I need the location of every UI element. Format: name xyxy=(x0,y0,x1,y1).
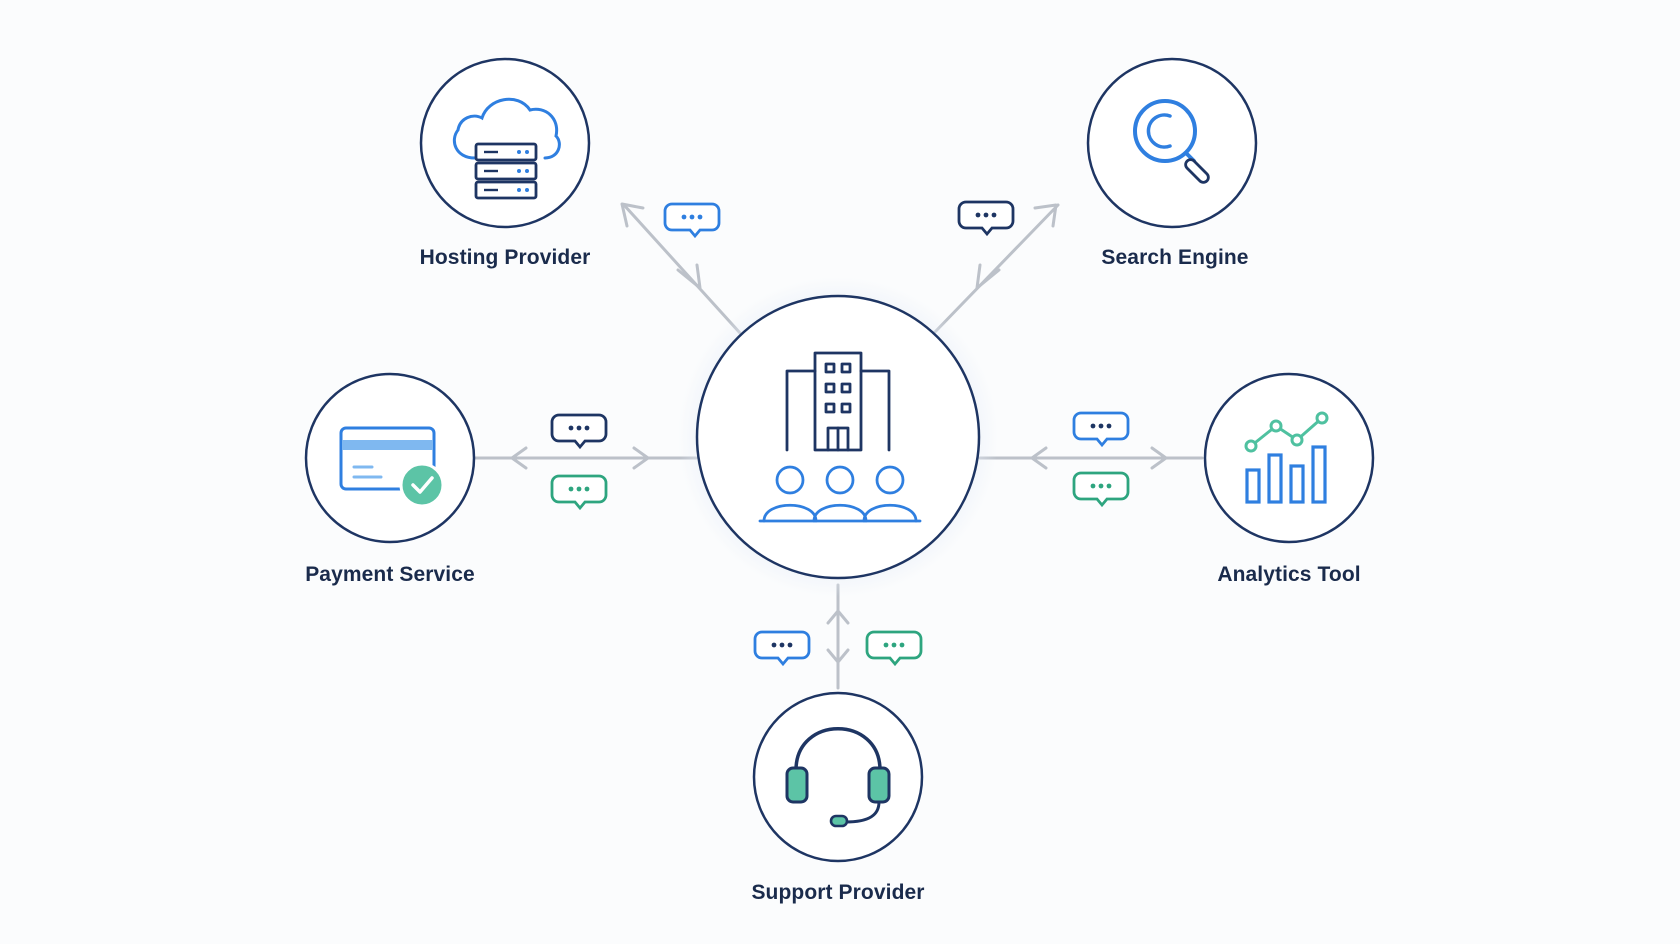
connector-search xyxy=(932,203,1060,335)
arrow-from-hosting xyxy=(676,263,702,290)
label-search-engine: Search Engine xyxy=(1101,246,1249,269)
label-payment-service: Payment Service xyxy=(305,563,475,586)
node-hosting xyxy=(419,57,591,229)
message-bubble-support-out xyxy=(753,630,811,667)
arrow-to-search xyxy=(1033,203,1058,228)
arrowheads xyxy=(510,202,1168,664)
bar-chart-icon xyxy=(1244,411,1329,504)
arrow-from-analytics xyxy=(1030,446,1048,470)
node-payment xyxy=(304,372,476,544)
message-bubble-analytics-out xyxy=(1072,411,1130,448)
arrow-from-payment xyxy=(632,446,650,470)
connector-hosting xyxy=(622,203,742,335)
team-people-icon xyxy=(758,465,922,523)
arrow-to-payment xyxy=(510,446,528,470)
label-hosting-provider: Hosting Provider xyxy=(419,246,591,269)
arrow-to-analytics xyxy=(1150,446,1168,470)
arrow-from-support xyxy=(826,609,850,625)
node-support xyxy=(752,691,924,863)
message-bubble-payment-out xyxy=(550,413,608,450)
message-bubble-search xyxy=(957,200,1015,237)
credit-card-check-icon xyxy=(339,426,445,508)
label-analytics-tool: Analytics Tool xyxy=(1217,563,1361,586)
node-analytics xyxy=(1203,372,1375,544)
message-bubble-payment-in xyxy=(550,474,608,511)
company-building-icon xyxy=(785,351,891,452)
node-search xyxy=(1086,57,1258,229)
arrow-from-search xyxy=(975,263,1001,290)
magnifier-icon xyxy=(1133,99,1210,184)
message-bubble-hosting xyxy=(663,202,721,239)
cloud-server-icon xyxy=(452,97,561,200)
label-support-provider: Support Provider xyxy=(751,881,925,904)
arrow-to-hosting xyxy=(620,202,645,228)
message-bubble-analytics-in xyxy=(1072,471,1130,508)
message-bubble-support-in xyxy=(865,630,923,667)
center-hub xyxy=(678,277,998,597)
arrow-to-support xyxy=(826,648,850,664)
headset-icon xyxy=(785,727,891,828)
